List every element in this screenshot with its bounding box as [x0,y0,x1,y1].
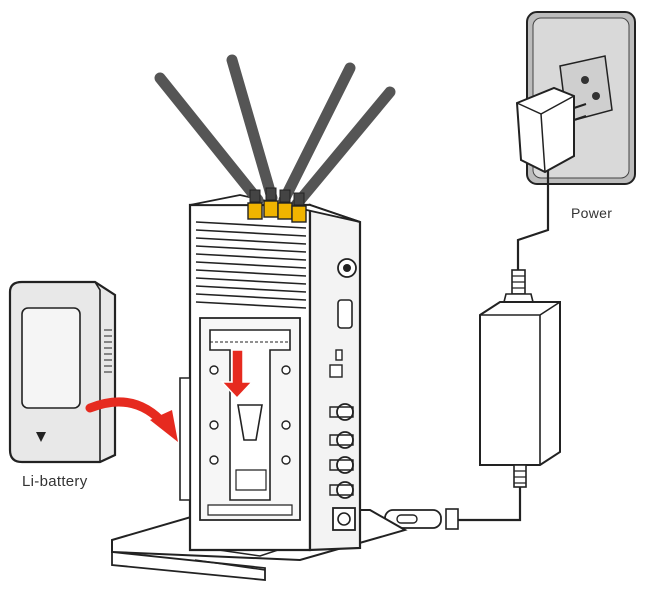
vent-grille [195,221,307,309]
dc-input-port [332,507,356,531]
power-cable-upper [516,170,550,270]
power-adapter-icon [479,301,561,466]
adapter-output-cable [458,464,527,522]
antenna-icon [154,54,396,211]
curved-arrow-icon [85,397,178,442]
bnc-connector-1 [329,403,354,421]
bnc-connector-3 [329,456,354,474]
bnc-connector-4 [329,481,354,499]
power-label: Power [571,205,613,221]
battery-icon [8,280,117,464]
antenna-connectors [247,187,307,223]
battery-label: Li-battery [22,473,88,490]
side-panel-connectors [329,258,357,378]
adapter-strain-relief [502,269,535,303]
bnc-connector-2 [329,431,354,449]
wall-plug-icon [515,86,587,174]
dc-plug-icon [345,508,459,530]
insert-arrow-icon [220,349,254,400]
